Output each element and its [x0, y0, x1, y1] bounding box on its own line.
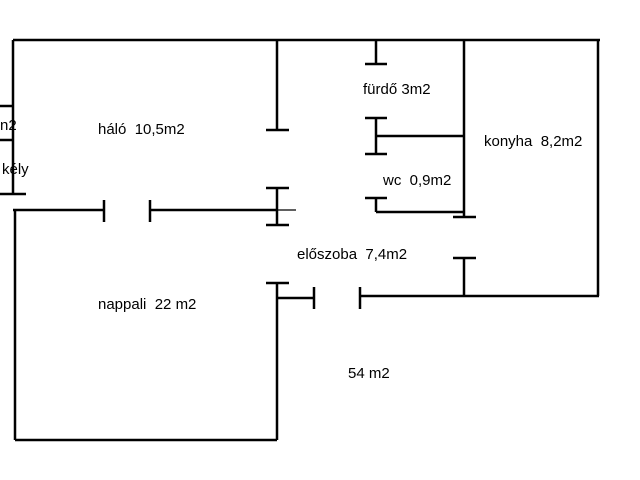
room-label-konyha: konyha 8,2m2 [484, 133, 583, 150]
room-label-halo: háló 10,5m2 [98, 121, 185, 138]
room-label-furdo: fürdő 3m2 [363, 81, 431, 98]
room-label-eloszoba: előszoba 7,4m2 [297, 246, 408, 263]
total-area-label: 54 m2 [348, 365, 390, 382]
room-label-wc: wc 0,9m2 [383, 172, 452, 189]
room-label-nappali: nappali 22 m2 [98, 296, 197, 313]
room-label-partial-edge: n2 [0, 117, 17, 134]
room-label-erkely-partial: kély [2, 161, 29, 178]
